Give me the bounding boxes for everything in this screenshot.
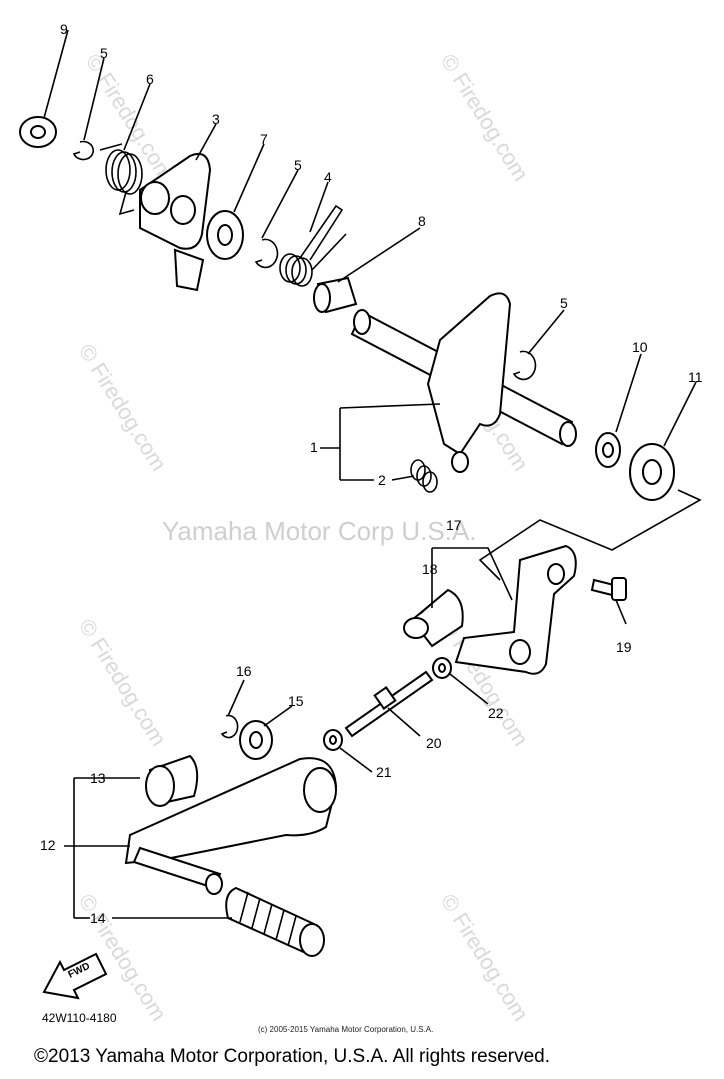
part-5-circlip-b [254, 238, 279, 269]
label-7: 7 [260, 131, 268, 147]
part-1-shift-shaft [350, 292, 577, 473]
label-5-c: 5 [560, 295, 568, 311]
part-13-boot [145, 754, 199, 807]
watermark-low-left: © Firedog.com [74, 614, 172, 750]
part-8-collar [313, 276, 358, 314]
part-10-washer [595, 432, 621, 468]
part-18-boot [403, 588, 464, 648]
part-5-circlip-a [72, 140, 94, 161]
label-2: 2 [378, 472, 386, 488]
part-15-washer [239, 720, 273, 760]
watermark-center: Yamaha Motor Corp U.S.A. [162, 516, 477, 546]
part-20-shift-rod [344, 670, 434, 738]
part-7-washer [206, 210, 244, 260]
label-3: 3 [212, 111, 220, 127]
label-19: 19 [616, 639, 632, 655]
label-18: 18 [422, 561, 438, 577]
watermark-top-right: © Firedog.com [436, 49, 534, 185]
part-22-nut [432, 657, 452, 679]
part-16-circlip [220, 714, 239, 739]
part-14-pedal-rubber [225, 886, 325, 957]
label-21: 21 [376, 764, 392, 780]
label-6: 6 [146, 71, 154, 87]
fwd-arrow-icon: FWD [42, 952, 108, 1000]
part-9-washer [19, 116, 57, 148]
label-5-a: 5 [100, 45, 108, 61]
small-copyright: (c) 2005-2015 Yamaha Motor Corporation, … [258, 1025, 433, 1034]
watermark-bottom-right: © Firedog.com [436, 889, 534, 1025]
footer-copyright: ©2013 Yamaha Motor Corporation, U.S.A. A… [34, 1046, 550, 1067]
part-2-return-spring [410, 459, 438, 493]
label-22: 22 [488, 705, 504, 721]
part-12-shift-pedal [124, 757, 338, 895]
label-15: 15 [288, 693, 304, 709]
watermark-mid-left: © Firedog.com [74, 339, 172, 475]
label-13: 13 [90, 770, 106, 786]
label-12: 12 [40, 837, 56, 853]
part-4-torsion-spring [279, 204, 347, 287]
label-20: 20 [426, 735, 442, 751]
label-1: 1 [310, 439, 318, 455]
part-19-bolt [590, 577, 627, 601]
label-17: 17 [446, 517, 462, 533]
part-17-shift-lever [454, 544, 577, 675]
part-code: 42W110-4180 [42, 1011, 117, 1025]
label-5-b: 5 [294, 157, 302, 173]
part-number-labels: 9 5 6 3 7 5 4 8 5 10 11 1 2 17 18 19 16 … [40, 21, 703, 926]
label-9: 9 [60, 21, 68, 37]
label-11: 11 [688, 369, 703, 385]
label-4: 4 [324, 169, 332, 185]
part-6-spring [99, 143, 143, 216]
part-21-nut [323, 729, 343, 751]
part-5-circlip-c [512, 350, 537, 381]
leader-lines [43, 29, 702, 919]
part-3-shift-arm [139, 152, 212, 292]
part-11-oil-seal [629, 443, 675, 501]
label-14: 14 [90, 910, 106, 926]
label-16: 16 [236, 663, 252, 679]
label-8: 8 [418, 213, 426, 229]
label-10: 10 [632, 339, 648, 355]
